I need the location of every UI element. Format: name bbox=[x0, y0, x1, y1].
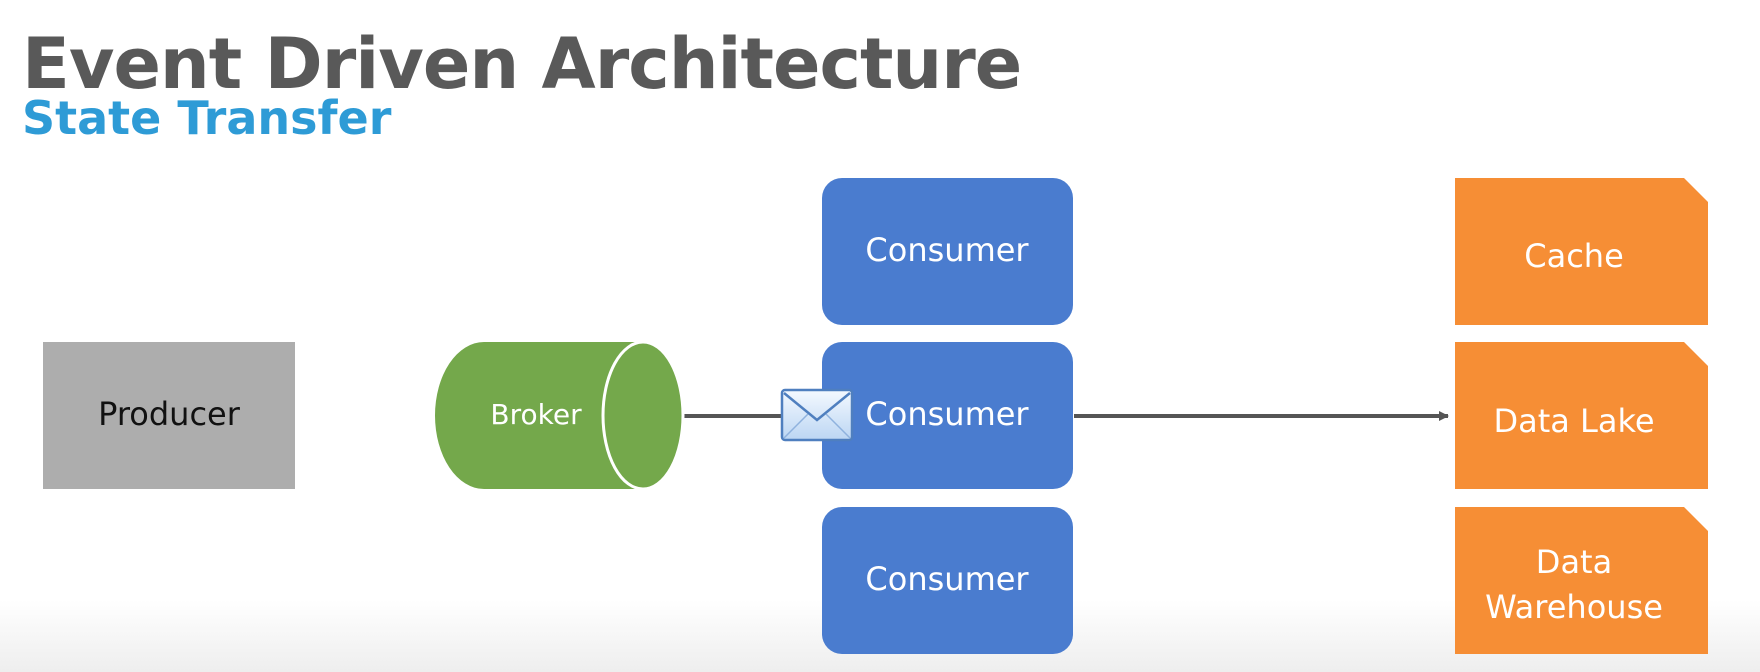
envelope-icon bbox=[780, 388, 854, 442]
producer-box bbox=[43, 342, 295, 489]
consumer-node-1: Consumer bbox=[822, 178, 1073, 325]
target-label-line-1: Data bbox=[1536, 543, 1612, 581]
consumer-label: Consumer bbox=[865, 395, 1029, 433]
target-data-warehouse: Data Warehouse bbox=[1455, 507, 1708, 654]
consumer-node-2: Consumer bbox=[822, 342, 1073, 489]
broker-label: Broker bbox=[490, 398, 582, 431]
consumer-label: Consumer bbox=[865, 231, 1029, 269]
consumer-label: Consumer bbox=[865, 560, 1029, 598]
target-label: Cache bbox=[1524, 237, 1624, 275]
producer-label: Producer bbox=[98, 395, 241, 433]
target-label-line-2: Warehouse bbox=[1485, 588, 1663, 626]
consumer-box bbox=[822, 507, 1073, 654]
broker-cylinder-end bbox=[601, 340, 685, 491]
consumer-box bbox=[822, 342, 1073, 489]
target-box bbox=[1455, 342, 1708, 489]
target-data-lake: Data Lake bbox=[1455, 342, 1708, 489]
target-box bbox=[1455, 178, 1708, 325]
page-title: Event Driven Architecture bbox=[22, 23, 1022, 105]
page-subtitle: State Transfer bbox=[22, 91, 392, 145]
producer-node: Producer bbox=[43, 342, 295, 489]
consumer-box bbox=[822, 178, 1073, 325]
target-cache: Cache bbox=[1455, 178, 1708, 325]
target-label: Data Lake bbox=[1493, 402, 1654, 440]
broker-node: Broker bbox=[435, 340, 685, 491]
target-box bbox=[1455, 507, 1708, 654]
consumer-node-3: Consumer bbox=[822, 507, 1073, 654]
